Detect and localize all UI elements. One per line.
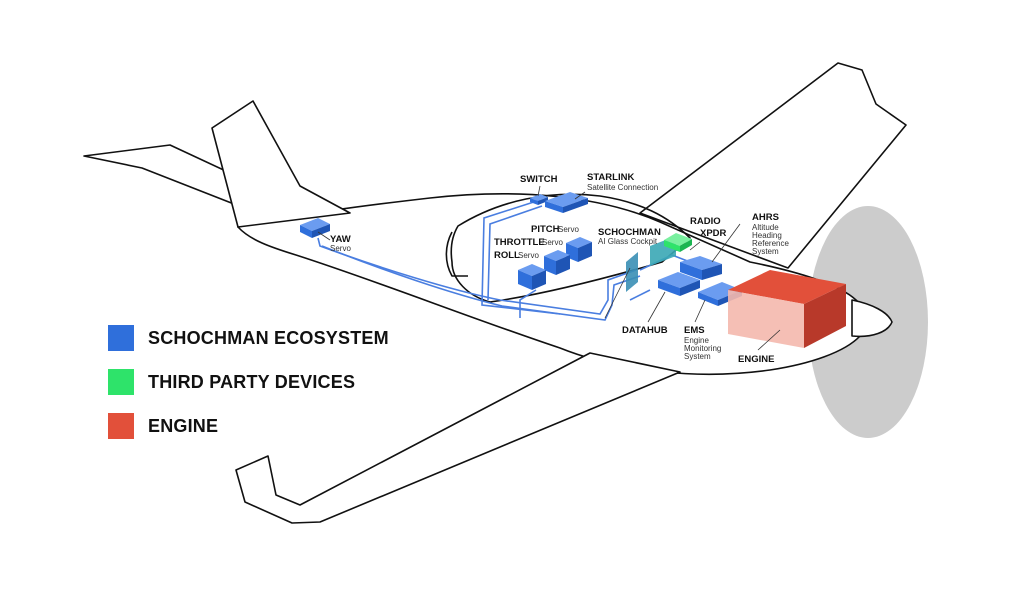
switch-box bbox=[530, 194, 548, 205]
label-ahrs-sub2: Heading bbox=[752, 231, 782, 240]
label-pitch-sub: Servo bbox=[558, 225, 579, 234]
label-schochman: SCHOCHMAN bbox=[598, 227, 661, 238]
label-ahrs-sub1: Altitude bbox=[752, 223, 779, 232]
label-pitch: PITCH bbox=[531, 224, 560, 235]
datahub-link bbox=[629, 289, 651, 301]
engine-block bbox=[728, 270, 846, 348]
label-yaw: YAW bbox=[330, 234, 351, 245]
label-throttle-sub: Servo bbox=[542, 238, 563, 247]
label-ahrs-sub4: System bbox=[752, 247, 779, 256]
label-switch: SWITCH bbox=[520, 174, 558, 185]
roll-servo-box bbox=[518, 264, 546, 290]
label-ems-sub3: System bbox=[684, 352, 711, 361]
label-yaw-sub: Servo bbox=[330, 244, 351, 253]
far-wing bbox=[639, 62, 907, 269]
legend-label-engine: ENGINE bbox=[148, 415, 219, 436]
label-ems-sub2: Monitoring bbox=[684, 344, 721, 353]
throttle-servo-box bbox=[544, 250, 570, 275]
legend-swatch-schochman bbox=[108, 325, 134, 351]
label-ems-sub1: Engine bbox=[684, 336, 709, 345]
yaw-wire-2 bbox=[321, 245, 641, 321]
near-wing bbox=[235, 352, 681, 524]
legend-item-engine: ENGINE bbox=[108, 404, 389, 448]
legend-item-schochman: SCHOCHMAN ECOSYSTEM bbox=[108, 316, 389, 360]
label-throttle: THROTTLE bbox=[494, 237, 545, 248]
cockpit-loop-2 bbox=[487, 205, 543, 301]
legend-swatch-engine bbox=[108, 413, 134, 439]
starlink-box bbox=[545, 192, 588, 213]
components bbox=[300, 192, 846, 348]
label-roll-sub: Servo bbox=[518, 251, 539, 260]
label-roll: ROLL bbox=[494, 250, 520, 261]
ahrs-box bbox=[680, 256, 722, 280]
label-radio: RADIO bbox=[690, 216, 721, 227]
label-ahrs-sub3: Reference bbox=[752, 239, 789, 248]
legend: SCHOCHMAN ECOSYSTEM THIRD PARTY DEVICES … bbox=[108, 316, 389, 448]
legend-label-schochman: SCHOCHMAN ECOSYSTEM bbox=[148, 327, 389, 348]
label-schochman-sub: AI Glass Cockpit bbox=[598, 237, 658, 246]
yaw-servo-box bbox=[300, 218, 330, 238]
legend-item-third-party: THIRD PARTY DEVICES bbox=[108, 360, 389, 404]
radio-xpdr-box bbox=[664, 233, 692, 252]
datahub-box bbox=[658, 272, 700, 296]
label-starlink: STARLINK bbox=[587, 172, 634, 183]
leader-lines bbox=[317, 185, 781, 351]
servo-link bbox=[519, 289, 537, 318]
labels: SWITCH STARLINK Satellite Connection YAW… bbox=[330, 172, 789, 365]
spinner bbox=[851, 299, 893, 338]
canopy-frame bbox=[445, 231, 468, 277]
cockpit-loop bbox=[481, 199, 561, 315]
vertical-fin bbox=[211, 100, 351, 228]
label-starlink-sub: Satellite Connection bbox=[587, 183, 658, 192]
label-ems: EMS bbox=[684, 325, 705, 336]
label-datahub: DATAHUB bbox=[622, 325, 668, 336]
label-ahrs: AHRS bbox=[752, 212, 779, 223]
legend-swatch-third-party bbox=[108, 369, 134, 395]
legend-label-third-party: THIRD PARTY DEVICES bbox=[148, 371, 356, 392]
label-xpdr: XPDR bbox=[700, 228, 727, 239]
label-engine: ENGINE bbox=[738, 354, 774, 365]
